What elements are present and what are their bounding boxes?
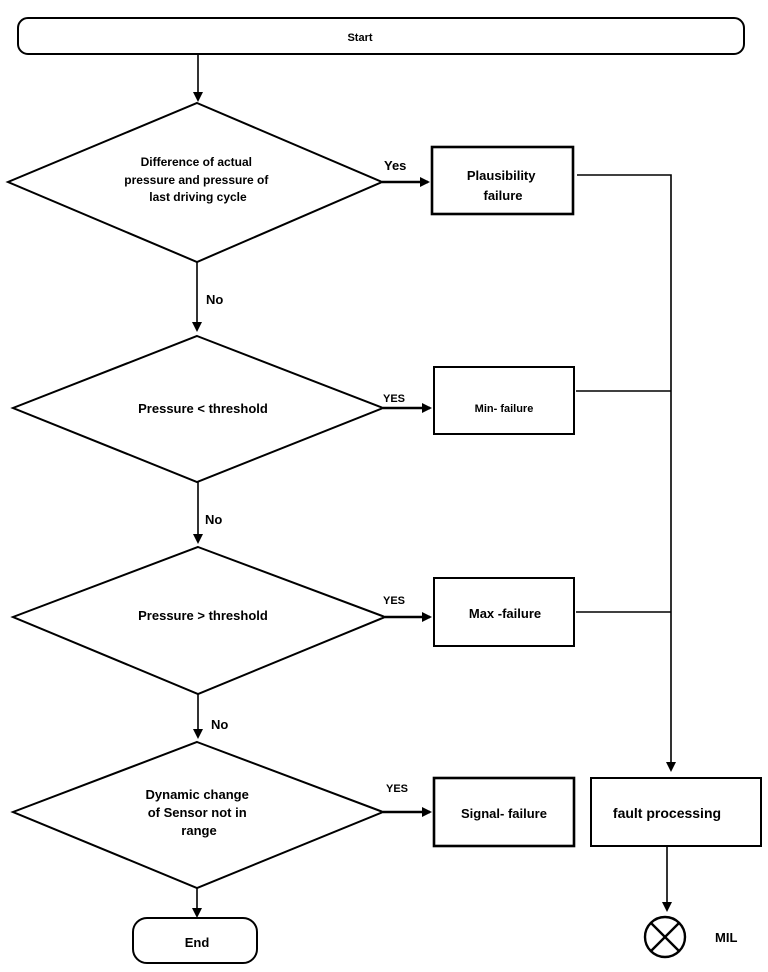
decision-dynamic-line-3: range (181, 823, 216, 838)
mil-label: MIL (715, 930, 737, 945)
decision-difference-line-2: pressure and pressure of (124, 173, 269, 187)
fault-collector (576, 174, 676, 772)
end-label: End (185, 935, 210, 950)
mil-lamp-icon (643, 915, 687, 959)
decision-max-label: Pressure > threshold (138, 608, 268, 623)
edge-label-yes-min: YES (383, 393, 405, 405)
plausibility-failure-label: Plausibility failure (467, 168, 539, 203)
max-failure-node: Max -failure (433, 577, 575, 647)
signal-failure-node: Signal- failure (432, 776, 576, 848)
decision-dynamic-label: Dynamic change of Sensor not in range (146, 787, 253, 838)
plausibility-failure-line-1: Plausibility (467, 168, 536, 183)
decision-difference-line-1: Difference of actual (141, 155, 252, 169)
decision-dynamic-line-1: Dynamic change (146, 787, 249, 802)
decision-difference-label: Difference of actual pressure and pressu… (124, 155, 271, 204)
decision-dynamic-line-2: of Sensor not in (148, 805, 247, 820)
decision-difference: Difference of actual pressure and pressu… (5, 101, 385, 264)
plausibility-failure-line-2: failure (483, 188, 522, 203)
decision-dynamic: Dynamic change of Sensor not in range (10, 740, 386, 890)
start-label: Start (347, 32, 372, 44)
edge-label-yes-signal: YES (386, 783, 408, 795)
edge-label-no-3: No (211, 717, 228, 732)
signal-failure-label: Signal- failure (461, 806, 547, 821)
edge-label-no-2: No (205, 512, 222, 527)
plausibility-failure-node: Plausibility failure (430, 145, 575, 216)
decision-min: Pressure < threshold (10, 334, 386, 484)
max-failure-label: Max -failure (469, 606, 541, 621)
start-node: Start (17, 17, 745, 55)
edge-collector-main (577, 174, 676, 772)
edge-label-yes-max: YES (383, 595, 405, 607)
edge-label-no-1: No (206, 292, 223, 307)
decision-difference-line-3: last driving cycle (149, 190, 247, 204)
min-failure-label: Min- failure (475, 403, 534, 415)
decision-max: Pressure > threshold (10, 545, 388, 696)
fault-processing-label: fault processing (613, 805, 721, 821)
end-node: End (132, 917, 258, 964)
fault-processing-node: fault processing (590, 777, 762, 847)
edge-label-yes-plausibility: Yes (384, 158, 406, 173)
min-failure-node: Min- failure (433, 366, 575, 435)
decision-min-label: Pressure < threshold (138, 401, 268, 416)
